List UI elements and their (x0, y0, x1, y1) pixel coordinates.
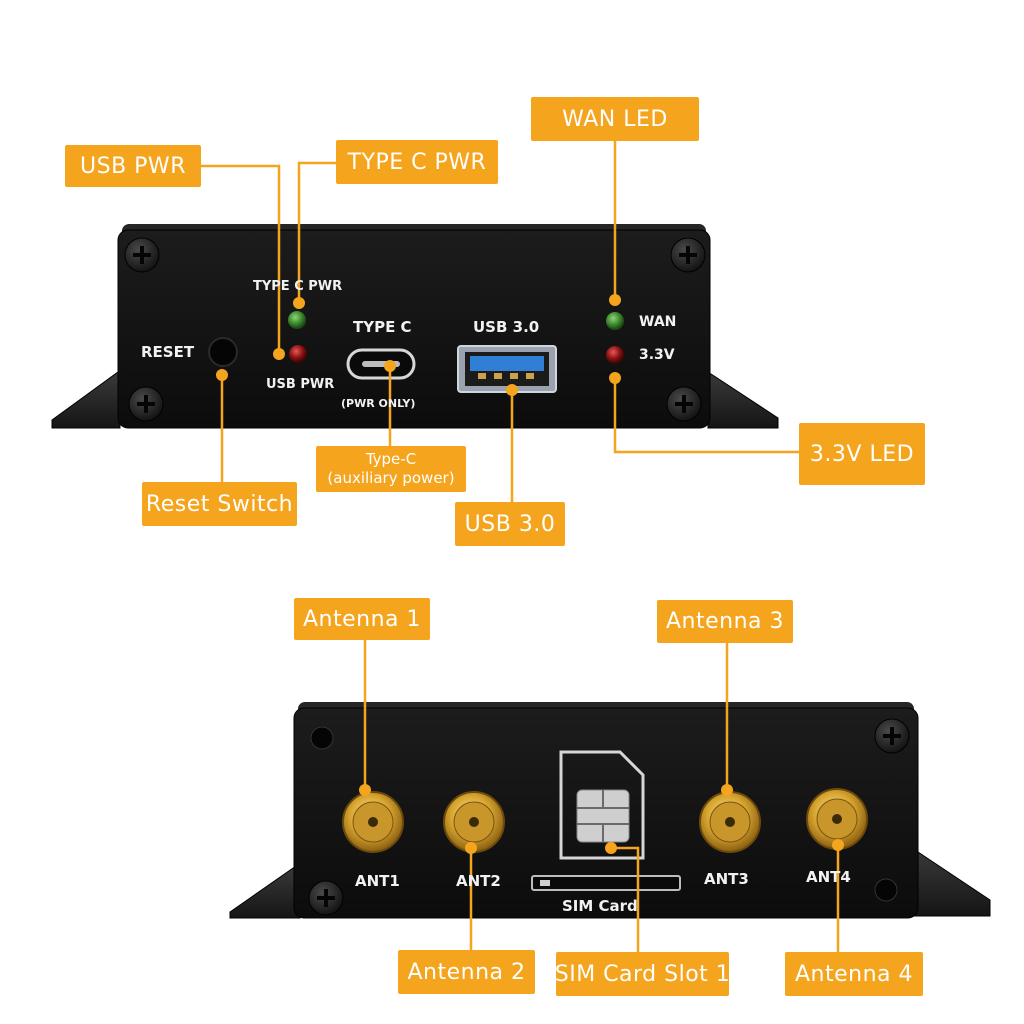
front-panel (51, 224, 779, 429)
screw-icon (874, 718, 910, 754)
sim-card-icon (559, 750, 645, 860)
silk-ant2: ANT2 (456, 872, 501, 890)
rear-right-flange (911, 847, 991, 917)
callout-reset-switch: Reset Switch (142, 482, 297, 526)
sim-slot-icon[interactable] (531, 875, 681, 891)
left-mounting-flange (51, 371, 121, 429)
front-leader-dots (216, 294, 621, 396)
silk-pwr-only: (PWR ONLY) (341, 397, 416, 410)
sma-connector-icon[interactable] (443, 791, 505, 853)
usb-a-port-icon[interactable] (457, 345, 557, 393)
right-mounting-flange (707, 371, 779, 429)
silk-reset: RESET (141, 343, 195, 361)
rear-left-flange (229, 865, 301, 919)
silk-ant3: ANT3 (704, 870, 749, 888)
silk-ant4: ANT4 (806, 868, 851, 886)
wan-led-icon (606, 312, 624, 330)
callout-sim-slot: SIM Card Slot 1 (555, 952, 730, 996)
silk-wan: WAN (639, 314, 677, 330)
type-c-pwr-led-icon (288, 311, 306, 329)
screw-icon (670, 237, 706, 273)
leader-usb-pwr (200, 164, 281, 354)
callout-antenna-2: Antenna 2 (398, 950, 535, 994)
leader-sim-slot (611, 846, 640, 952)
usb-c-port-icon[interactable] (346, 348, 416, 380)
callout-type-c-line2: (auxiliary power) (327, 469, 455, 487)
sma-connector-icon[interactable] (699, 791, 761, 853)
rear-panel (229, 702, 991, 919)
silk-type-c-pwr: TYPE C PWR (253, 279, 343, 294)
sma-connector-icon[interactable] (342, 791, 404, 853)
callout-33v-led: 3.3V LED (799, 423, 925, 485)
leader-33v-led (613, 378, 800, 454)
callout-antenna-3: Antenna 3 (657, 600, 793, 643)
callout-type-c-pwr: TYPE C PWR (336, 140, 498, 184)
callout-usb-pwr: USB PWR (65, 145, 201, 187)
rear-leader-lines (363, 640, 840, 952)
screw-icon (310, 726, 334, 750)
silk-sim-card: SIM Card (562, 897, 638, 915)
reset-button[interactable] (208, 337, 238, 367)
callout-usb-3: USB 3.0 (455, 502, 565, 546)
callout-antenna-4: Antenna 4 (785, 952, 923, 996)
silk-ant1: ANT1 (355, 872, 400, 890)
screw-icon (874, 878, 898, 902)
screw-icon (124, 237, 160, 273)
v33-led-icon (606, 346, 624, 364)
callout-type-c-line1: Type-C (365, 450, 417, 468)
rear-leader-dots (359, 784, 844, 854)
callout-wan-led: WAN LED (531, 97, 699, 141)
silk-usb-3: USB 3.0 (473, 318, 540, 336)
front-enclosure (117, 229, 711, 429)
leader-type-c-pwr (297, 161, 338, 306)
silk-type-c: TYPE C (353, 318, 412, 336)
screw-icon (666, 386, 702, 422)
usb-pwr-led-icon (289, 345, 307, 363)
silk-33v: 3.3V (639, 347, 675, 363)
screw-icon (308, 880, 344, 916)
callout-type-c: Type-C (auxiliary power) (316, 446, 466, 492)
callout-antenna-1: Antenna 1 (294, 598, 430, 640)
silk-usb-pwr: USB PWR (266, 377, 335, 392)
screw-icon (128, 386, 164, 422)
front-leader-lines (200, 140, 800, 502)
